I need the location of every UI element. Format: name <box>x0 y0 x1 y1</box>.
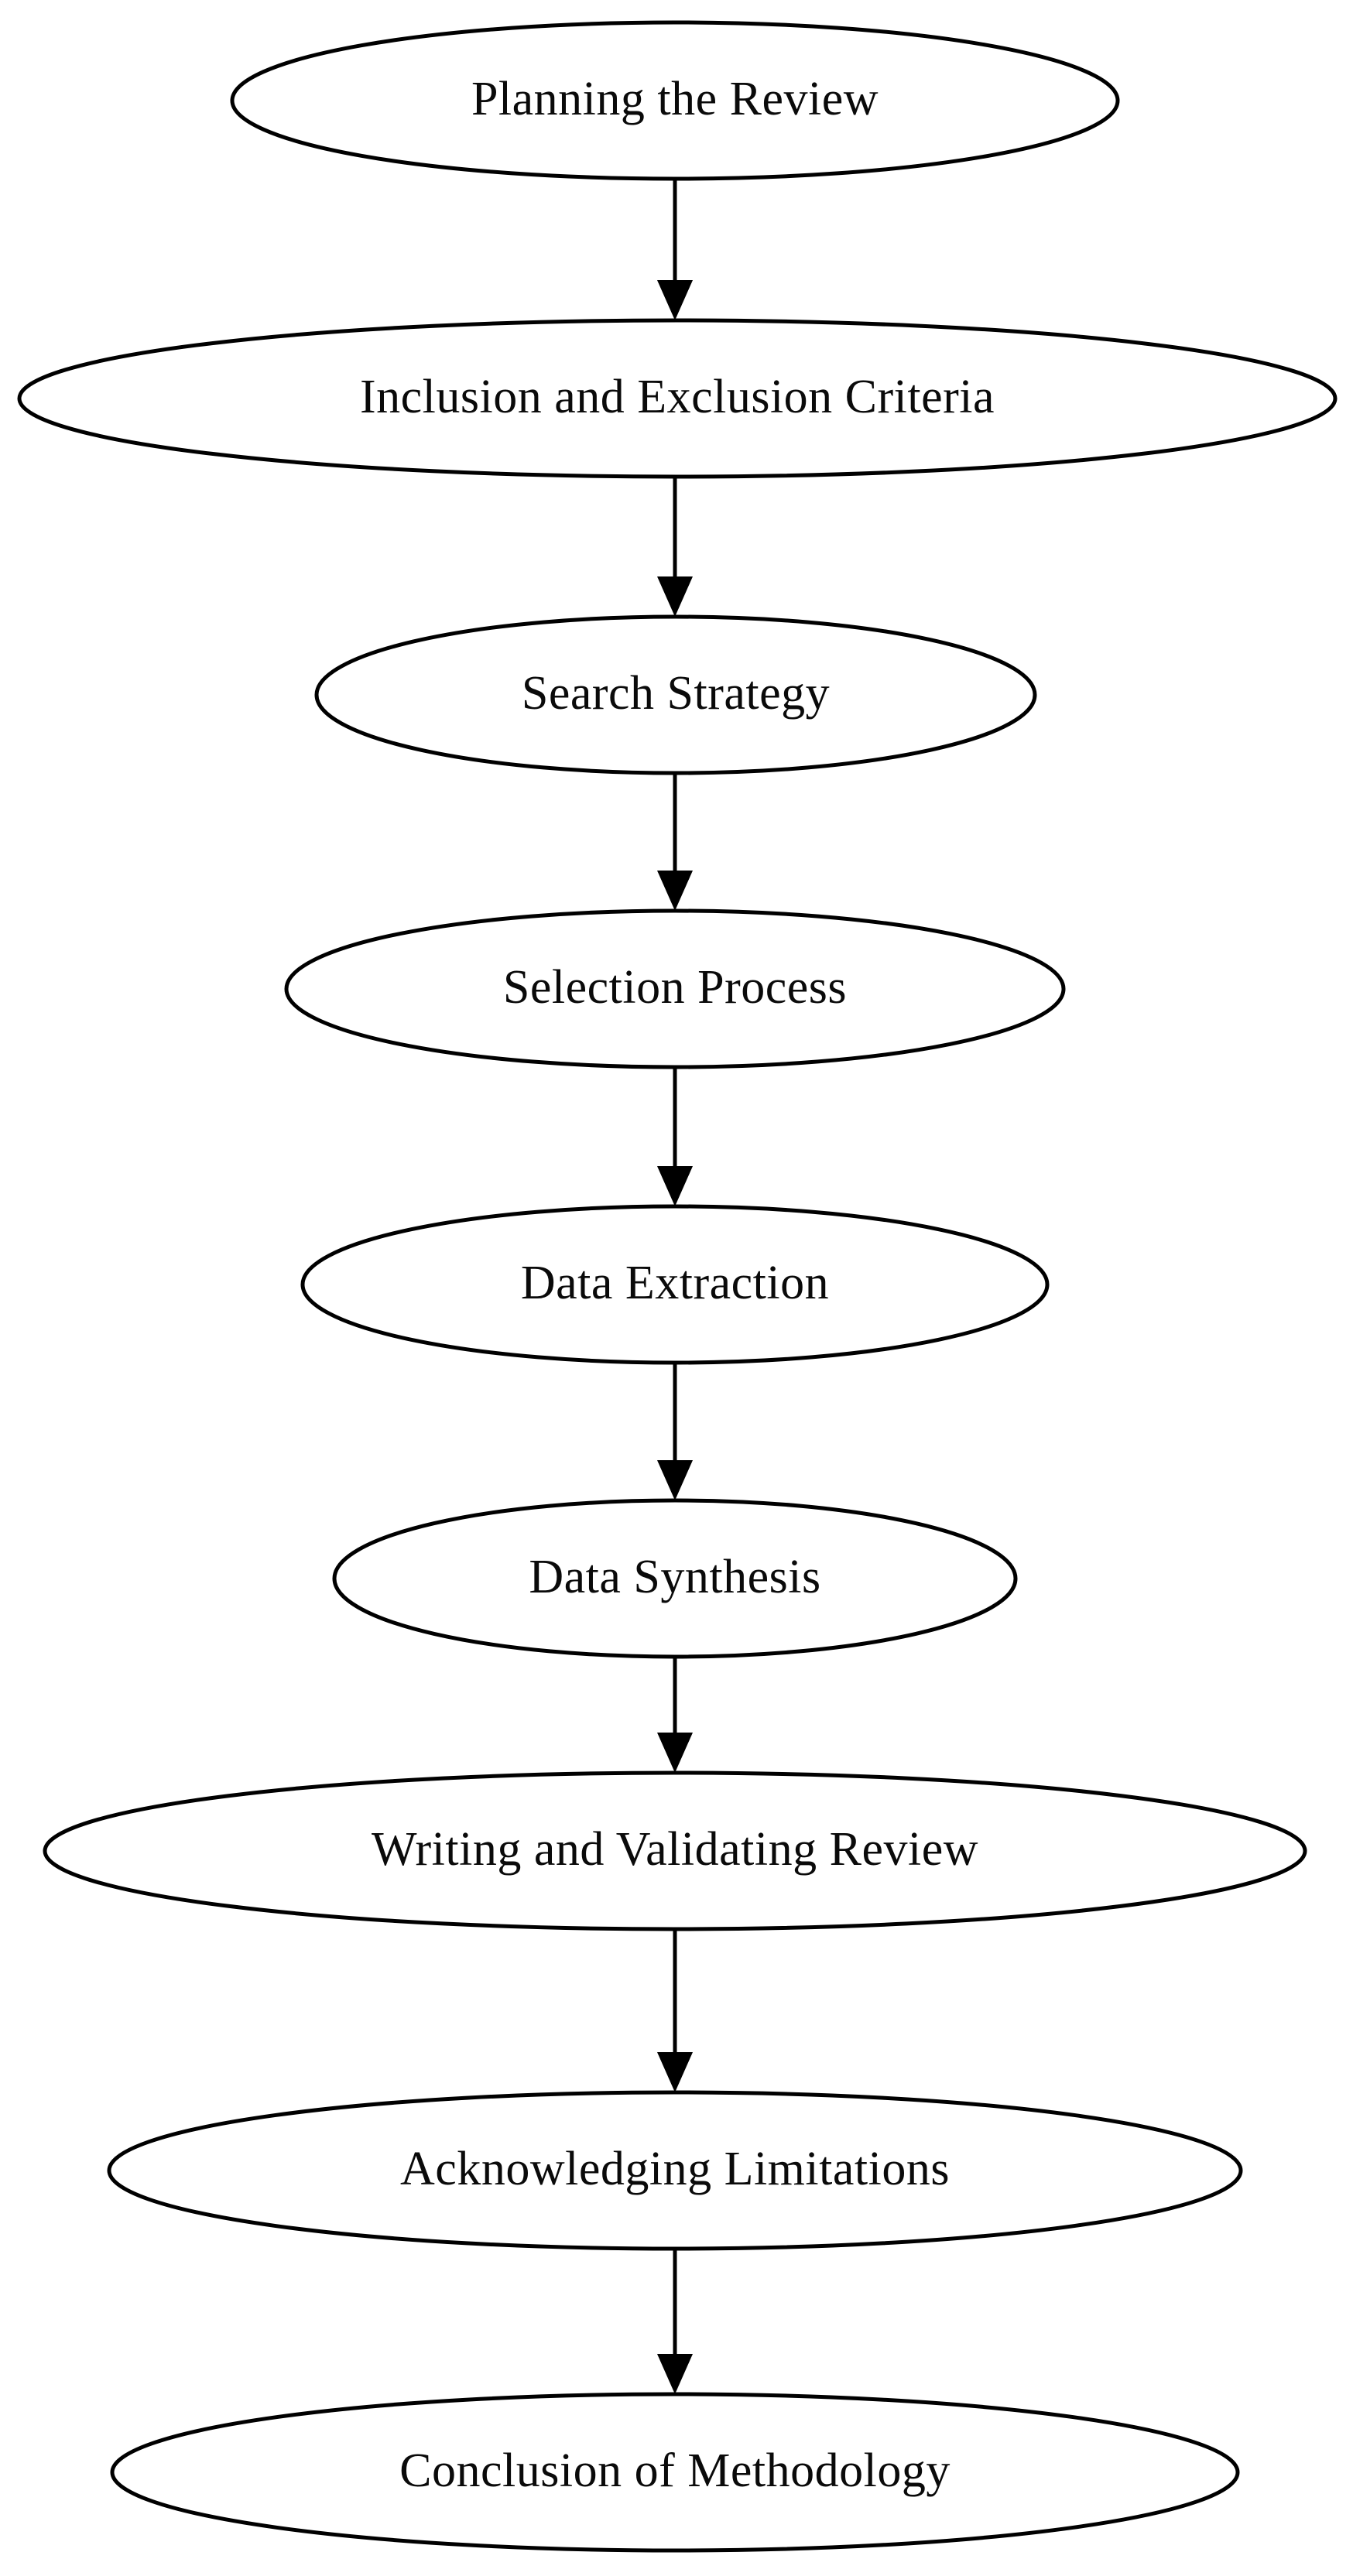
node-search-strategy[interactable]: Search Strategy <box>314 614 1037 775</box>
node-label: Data Synthesis <box>529 1551 820 1603</box>
node-ellipse-shape <box>110 2392 1240 2553</box>
node-ellipse-shape <box>230 20 1120 181</box>
edge-limitations-to-conclusion <box>657 2249 693 2394</box>
nodes-layer: Planning the Review Inclusion and Exclus… <box>17 20 1338 2553</box>
arrow-head-icon <box>657 2354 693 2394</box>
arrow-head-icon <box>657 1733 693 1773</box>
edge-extraction-to-synthesis <box>657 1363 693 1500</box>
edge-planning-to-inclusion <box>657 179 693 320</box>
arrow-head-icon <box>657 2052 693 2092</box>
node-data-extraction[interactable]: Data Extraction <box>300 1204 1050 1365</box>
node-writing-validating-review[interactable]: Writing and Validating Review <box>43 1770 1307 1931</box>
node-ellipse-shape <box>107 2090 1243 2251</box>
edge-synthesis-to-writing <box>657 1657 693 1773</box>
node-label: Data Extraction <box>521 1257 829 1309</box>
node-label: Planning the Review <box>471 73 879 125</box>
edge-writing-to-limitations <box>657 1929 693 2092</box>
node-inclusion-exclusion[interactable]: Inclusion and Exclusion Criteria <box>17 318 1338 479</box>
edges-layer <box>657 179 693 2394</box>
edge-inclusion-to-search <box>657 477 693 617</box>
node-label: Selection Process <box>503 961 847 1014</box>
node-label: Inclusion and Exclusion Criteria <box>360 371 995 423</box>
arrow-head-icon <box>657 1166 693 1206</box>
node-acknowledging-limitations[interactable]: Acknowledging Limitations <box>107 2090 1243 2251</box>
node-data-synthesis[interactable]: Data Synthesis <box>332 1498 1018 1659</box>
arrow-head-icon <box>657 871 693 911</box>
node-planning-the-review[interactable]: Planning the Review <box>230 20 1120 181</box>
edge-search-to-selection <box>657 773 693 911</box>
node-label: Conclusion of Methodology <box>399 2444 951 2497</box>
node-label: Writing and Validating Review <box>372 1823 978 1876</box>
arrow-head-icon <box>657 280 693 320</box>
node-ellipse-shape <box>332 1498 1018 1659</box>
edge-selection-to-extraction <box>657 1067 693 1206</box>
arrow-head-icon <box>657 1460 693 1500</box>
node-ellipse-shape <box>300 1204 1050 1365</box>
arrow-head-icon <box>657 576 693 617</box>
node-ellipse-shape <box>43 1770 1307 1931</box>
node-ellipse-shape <box>17 318 1338 479</box>
node-ellipse-shape <box>314 614 1037 775</box>
node-label: Search Strategy <box>522 667 830 720</box>
node-ellipse-shape <box>284 908 1066 1069</box>
node-conclusion-of-methodology[interactable]: Conclusion of Methodology <box>110 2392 1240 2553</box>
node-label: Acknowledging Limitations <box>400 2143 950 2195</box>
node-selection-process[interactable]: Selection Process <box>284 908 1066 1069</box>
